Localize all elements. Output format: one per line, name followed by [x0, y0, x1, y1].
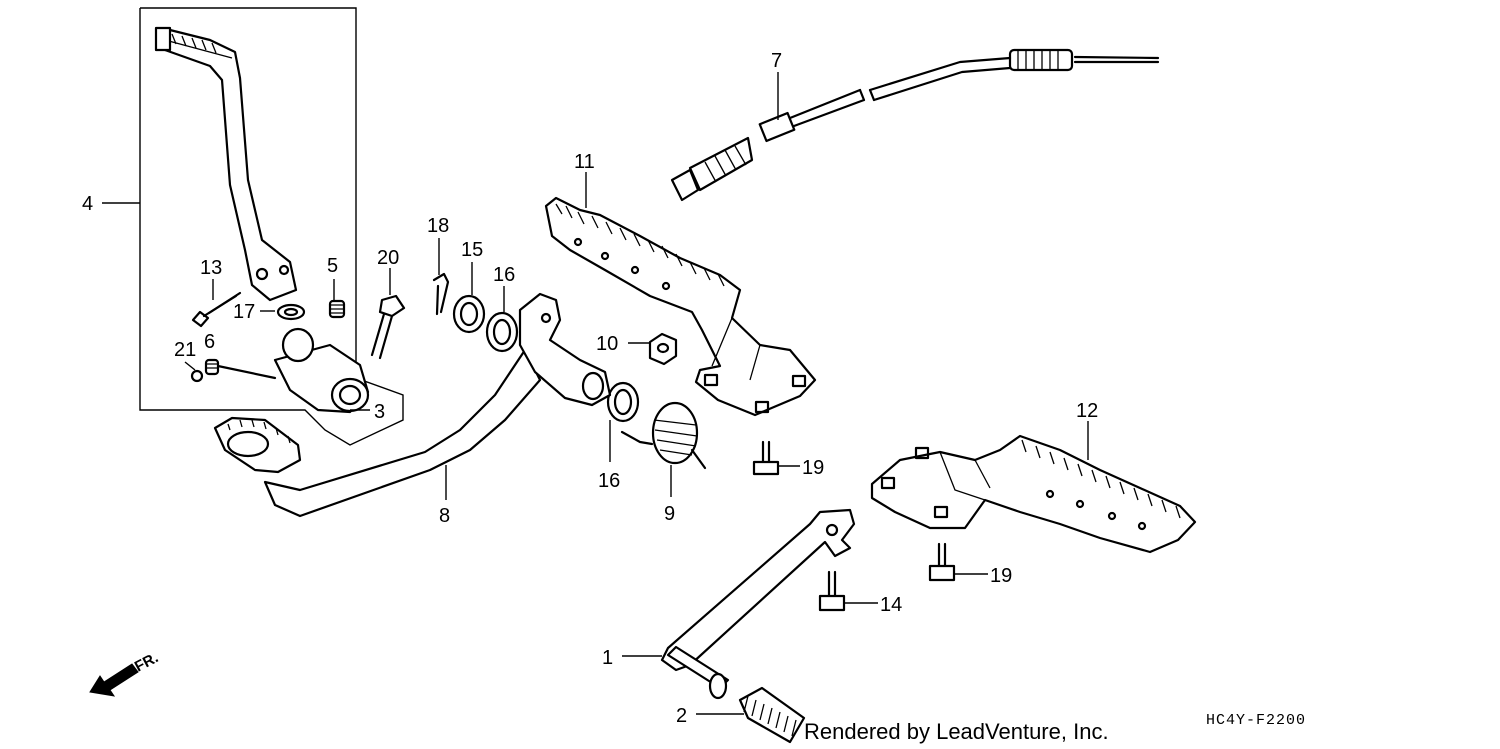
- brake-pedal-8[interactable]: [213, 292, 612, 518]
- callout-16-upper: 16: [493, 264, 515, 286]
- leader-lines: [102, 72, 1089, 715]
- callout-2: 2: [676, 705, 687, 727]
- callout-21: 21: [174, 339, 196, 361]
- callout-1: 1: [602, 647, 613, 669]
- diagram-code: HC4Y-F2200: [1206, 712, 1306, 729]
- callout-19-upper: 19: [802, 457, 824, 479]
- callout-5: 5: [327, 255, 338, 277]
- callout-9: 9: [664, 503, 675, 525]
- callout-15: 15: [461, 239, 483, 261]
- gearshift-pedal-1[interactable]: [660, 508, 856, 700]
- o-ring-16-upper[interactable]: [485, 311, 519, 353]
- callout-6: 6: [204, 331, 215, 353]
- return-spring-9[interactable]: [620, 401, 707, 470]
- cotter-pin-18[interactable]: [432, 272, 450, 316]
- o-ring-16-lower[interactable]: [606, 381, 640, 423]
- washer-17[interactable]: [276, 303, 306, 321]
- rendered-by-credit: Rendered by LeadVenture, Inc.: [804, 719, 1109, 744]
- nut-10[interactable]: [648, 332, 678, 366]
- shift-rubber-2[interactable]: [738, 686, 806, 744]
- kick-starter-group-bracket: [139, 7, 404, 446]
- callout-4: 4: [82, 193, 93, 215]
- footpeg-11[interactable]: [544, 196, 817, 417]
- ball-21[interactable]: [190, 369, 204, 383]
- callout-10: 10: [596, 333, 618, 355]
- callout-7: 7: [771, 50, 782, 72]
- callout-17: 17: [233, 301, 255, 323]
- bolt-13[interactable]: [191, 291, 242, 328]
- callout-18: 18: [427, 215, 449, 237]
- callout-19-lower: 19: [990, 565, 1012, 587]
- front-direction-arrow-icon: FR.: [89, 649, 161, 697]
- bolt-20[interactable]: [370, 294, 406, 360]
- callout-8: 8: [439, 505, 450, 527]
- spring-5[interactable]: [328, 299, 346, 319]
- bolt-19-upper[interactable]: [752, 440, 780, 476]
- callout-3: 3: [374, 401, 385, 423]
- callout-13: 13: [200, 257, 222, 279]
- spring-6[interactable]: [204, 358, 277, 380]
- kick-starter-arm[interactable]: [154, 26, 298, 302]
- callout-12: 12: [1076, 400, 1098, 422]
- callout-11: 11: [574, 151, 595, 173]
- oil-seal-15[interactable]: [452, 294, 486, 334]
- brake-cable-7[interactable]: [670, 48, 1160, 202]
- callout-20: 20: [377, 247, 399, 269]
- bolt-14[interactable]: [818, 570, 846, 612]
- callout-labels: 1 2 3 4 5 6 7 8 9 10 11 12 13 14 15 16 1…: [82, 50, 1098, 727]
- callout-14: 14: [880, 594, 902, 616]
- callout-16-lower: 16: [598, 470, 620, 492]
- footpeg-12[interactable]: [870, 434, 1197, 554]
- kick-starter-boss[interactable]: [273, 327, 370, 414]
- bolt-19-lower[interactable]: [928, 542, 956, 582]
